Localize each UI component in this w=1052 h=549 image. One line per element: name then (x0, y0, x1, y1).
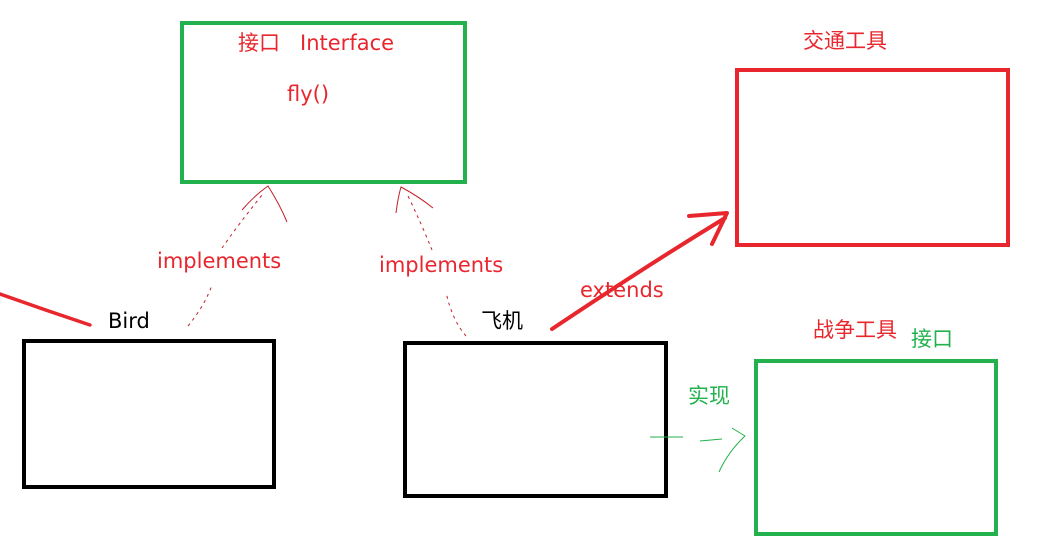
plane-realizes-arrowhead (718, 427, 746, 473)
transport-label: 交通工具 (803, 29, 887, 53)
plane-extends-label: extends (580, 278, 664, 302)
plane-implements-label: implements (379, 253, 504, 277)
interface-method: fly() (287, 82, 330, 106)
plane-label: 飞机 (481, 309, 523, 333)
plane-implements-arrowhead (395, 186, 434, 214)
bird-implements-arrowhead (241, 185, 288, 223)
bird-label: Bird (108, 309, 150, 333)
interface-title: 接口 Interface (238, 31, 395, 55)
war-tools-tag: 接口 (911, 327, 953, 351)
plane-extends-arrow (550, 216, 727, 331)
plane-extends-arrowhead (687, 211, 729, 246)
interface-box (180, 21, 467, 184)
plane-implements-arrow (407, 195, 467, 337)
bird-box (22, 339, 276, 489)
plane-realizes-label: 实现 (688, 384, 730, 408)
bird-implements-arrow (187, 194, 263, 327)
plane-box (403, 341, 668, 498)
bird-implements-label: implements (157, 249, 282, 273)
left-red-stroke (0, 292, 92, 327)
plane-realizes-arrow (650, 436, 723, 442)
war-tools-box (754, 359, 998, 536)
war-tools-label: 战争工具 (813, 318, 897, 342)
transport-box (735, 68, 1010, 247)
